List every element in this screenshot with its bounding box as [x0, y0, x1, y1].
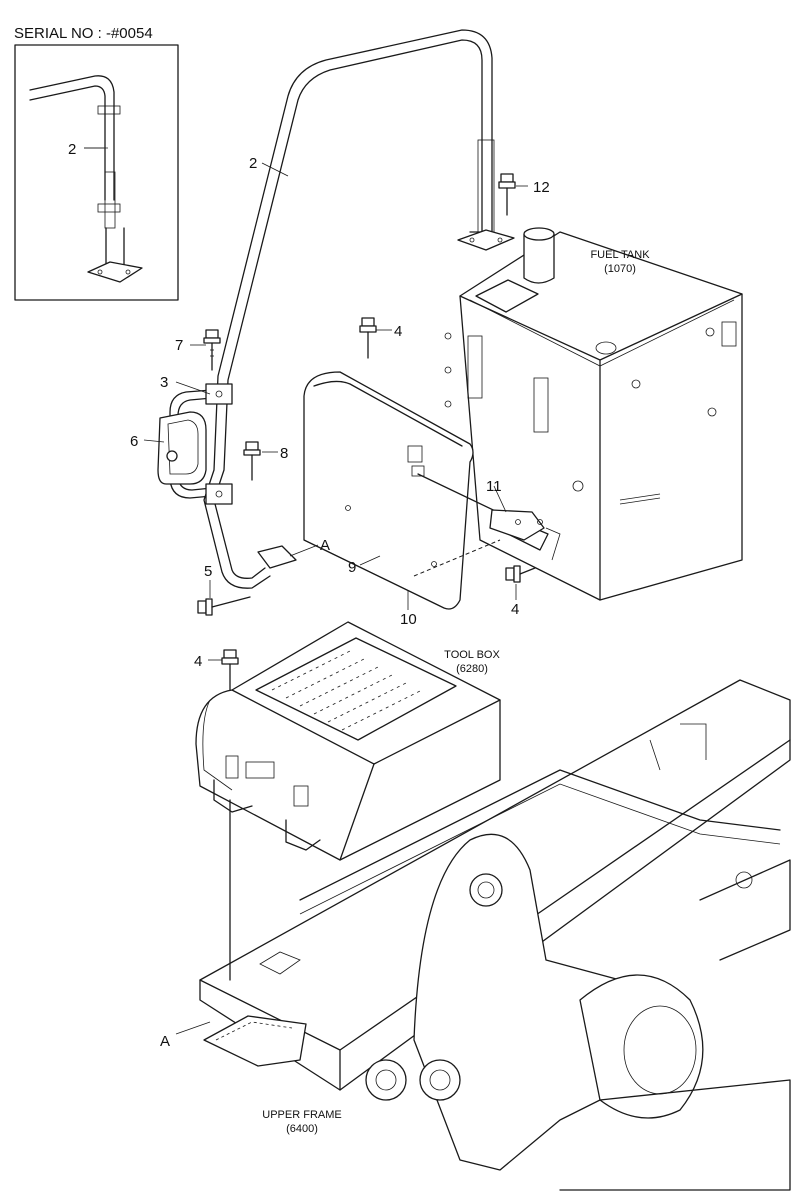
bolt-7 [203, 329, 221, 371]
tool-box-code: (6280) [456, 663, 488, 675]
bolt-4-top [359, 317, 377, 359]
callout-3: 3 [160, 374, 168, 391]
fuel-tank-name: FUEL TANK [590, 249, 650, 261]
callout-A-bottom: A [160, 1033, 170, 1050]
callout-9: 9 [348, 559, 356, 576]
callout-4-top: 4 [394, 323, 402, 340]
callout-4-toolbox: 4 [194, 653, 202, 670]
callout-labels: 2 2 12 7 4 3 6 8 11 A 5 9 10 4 4 A [68, 141, 550, 1050]
callout-5: 5 [204, 563, 212, 580]
alignment-line-10 [413, 539, 501, 577]
callout-6: 6 [130, 433, 138, 450]
upper-frame-code: (6400) [286, 1123, 318, 1135]
callout-inset-2: 2 [68, 141, 76, 158]
callout-7: 7 [175, 337, 183, 354]
callout-A-top: A [320, 537, 330, 554]
perforation-grid [271, 649, 423, 731]
bolt-5 [197, 596, 251, 616]
bolt-4-right [505, 565, 541, 583]
bolt-8 [243, 441, 261, 481]
bracket-11 [489, 509, 561, 561]
serial-label: SERIAL NO : -#0054 [14, 25, 153, 42]
callout-4-right: 4 [511, 601, 519, 618]
cover-panel [303, 371, 549, 610]
handrail [203, 29, 515, 589]
callout-12: 12 [533, 179, 550, 196]
component-captions: FUEL TANK (1070) TOOL BOX (6280) UPPER F… [262, 249, 650, 1135]
fuel-tank-code: (1070) [604, 263, 636, 275]
mirror-assembly [157, 383, 233, 505]
fuel-tank [444, 227, 743, 601]
tool-box-name: TOOL BOX [444, 649, 500, 661]
callout-11: 11 [486, 478, 502, 495]
tool-box [195, 621, 501, 861]
inset-detail [14, 44, 179, 301]
callout-2: 2 [249, 155, 257, 172]
bolt-4-toolbox [221, 649, 239, 691]
callout-8: 8 [280, 445, 288, 462]
leader-lines [84, 147, 528, 1035]
bolt-12 [498, 173, 516, 216]
upper-frame-name: UPPER FRAME [262, 1109, 341, 1121]
upper-frame [199, 679, 791, 1191]
callout-10: 10 [400, 611, 417, 628]
